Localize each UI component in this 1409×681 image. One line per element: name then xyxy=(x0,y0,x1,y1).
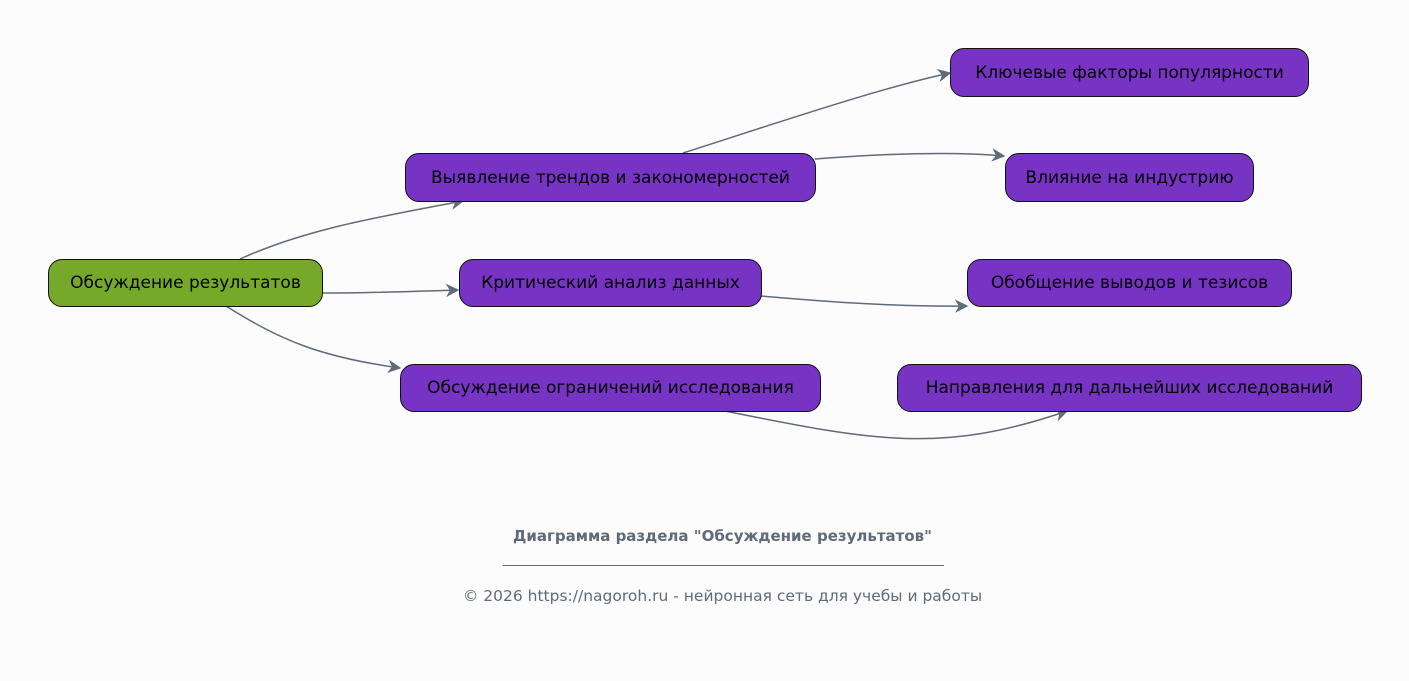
node-key-factors[interactable]: Ключевые факторы популярности xyxy=(950,48,1309,97)
edge-analysis-conclusions xyxy=(760,295,969,313)
diagram-title: Диаграмма раздела "Обсуждение результато… xyxy=(513,527,932,545)
node-limitations[interactable]: Обсуждение ограничений исследования xyxy=(400,364,821,412)
node-critical-analysis[interactable]: Критический анализ данных xyxy=(459,259,762,307)
node-conclusions[interactable]: Обобщение выводов и тезисов xyxy=(967,259,1292,307)
footer-copyright: © 2026 https://nagoroh.ru - нейронная се… xyxy=(462,587,983,605)
edge-trends-industry xyxy=(814,148,1006,162)
edge-root-analysis xyxy=(321,283,460,298)
node-trends[interactable]: Выявление трендов и закономерностей xyxy=(405,153,816,202)
edge-root-limitations xyxy=(225,305,402,374)
node-future-research[interactable]: Направления для дальнейших исследований xyxy=(897,364,1362,412)
node-root[interactable]: Обсуждение результатов xyxy=(48,259,323,307)
edge-root-trends xyxy=(239,196,465,260)
edge-limitations-future xyxy=(724,408,1069,440)
divider xyxy=(503,565,944,566)
edge-trends-factors xyxy=(682,68,952,154)
node-industry-impact[interactable]: Влияние на индустрию xyxy=(1005,153,1254,202)
